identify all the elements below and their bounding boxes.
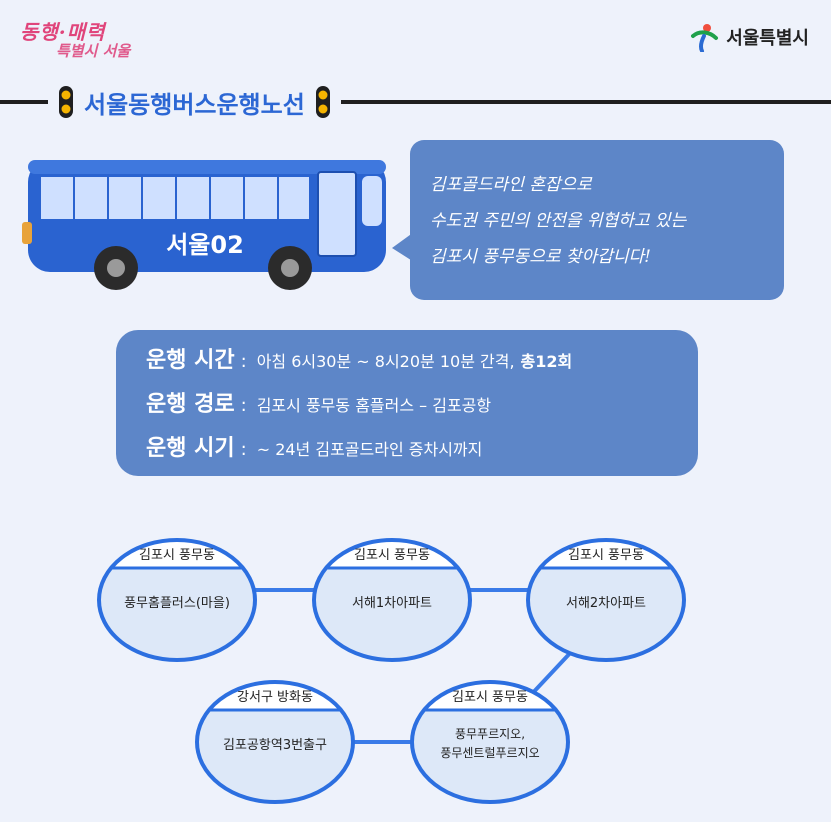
page-title: 서울동행버스운행노선	[84, 90, 305, 119]
route-value: 김포시 풍무동 홈플러스 – 김포공항	[256, 396, 492, 415]
speech-bubble-tail	[392, 232, 414, 262]
campaign-logo-line2: 특별시 서울	[56, 42, 131, 60]
bubble-line-2: 수도권 주민의 안전을 위협하고 있는	[430, 211, 687, 231]
route-label: 운행 경로	[146, 392, 235, 417]
title-banner: 서울동행버스운행노선	[48, 82, 341, 122]
stop-name: 서해2차아파트	[566, 596, 646, 611]
time-label: 운행 시간	[146, 348, 235, 373]
bubble-line-3: 김포시 풍무동으로 찾아갑니다!	[430, 247, 651, 267]
stop-name-line2: 풍무센트럴푸르지오	[440, 746, 539, 760]
stop-area: 김포시 풍무동	[139, 548, 215, 563]
route-stop: 김포시 풍무동 서해2차아파트	[526, 538, 686, 662]
stop-area: 강서구 방화동	[237, 690, 313, 705]
colon: :	[240, 395, 247, 416]
stop-name: 서해1차아파트	[352, 596, 432, 611]
time-total: 총12회	[520, 352, 573, 371]
title-divider	[0, 100, 831, 104]
campaign-logo-line1: 동행·매력	[20, 20, 106, 44]
stop-area: 김포시 풍무동	[568, 548, 644, 563]
route-connectors	[255, 588, 575, 744]
traffic-light-icon	[59, 86, 73, 118]
seoul-logo-text: 서울특별시	[726, 28, 809, 49]
stop-name: 풍무홈플러스(마을)	[124, 596, 230, 611]
operation-info-panel: 운행 시간 : 아침 6시30분 ~ 8시20분 10분 간격, 총12회 운행…	[116, 330, 698, 476]
info-row-route: 운행 경로 : 김포시 풍무동 홈플러스 – 김포공항	[146, 386, 491, 418]
time-value: 아침 6시30분 ~ 8시20분 10분 간격,	[256, 352, 515, 371]
stop-area: 김포시 풍무동	[452, 690, 528, 705]
route-stop: 김포시 풍무동 서해1차아파트	[312, 538, 472, 662]
speech-bubble: 김포골드라인 혼잡으로 수도권 주민의 안전을 위협하고 있는 김포시 풍무동으…	[410, 140, 784, 300]
info-row-period: 운행 시기 : ~ 24년 김포골드라인 증차시까지	[146, 430, 482, 462]
seoul-logo: 서울특별시	[690, 22, 809, 52]
traffic-light-icon	[315, 86, 330, 118]
stop-area: 김포시 풍무동	[354, 548, 430, 563]
info-row-time: 운행 시간 : 아침 6시30분 ~ 8시20분 10분 간격, 총12회	[146, 342, 572, 374]
seoul-emblem-icon	[691, 24, 719, 52]
period-value: ~ 24년 김포골드라인 증차시까지	[256, 440, 483, 459]
period-label: 운행 시기	[146, 436, 235, 461]
route-stop: 강서구 방화동 김포공항역3번출구	[195, 680, 355, 804]
bubble-line-1: 김포골드라인 혼잡으로	[430, 175, 592, 195]
stop-name: 김포공항역3번출구	[223, 738, 327, 753]
colon: :	[240, 351, 247, 372]
campaign-logo: 동행·매력 특별시 서울	[12, 14, 152, 66]
stop-name-line1: 풍무푸르지오,	[455, 727, 525, 741]
connector-3-4	[526, 648, 575, 700]
route-stop: 김포시 풍무동 풍무홈플러스(마을)	[97, 538, 257, 662]
route-stop: 김포시 풍무동 풍무푸르지오, 풍무센트럴푸르지오	[410, 680, 570, 804]
colon: :	[240, 439, 247, 460]
